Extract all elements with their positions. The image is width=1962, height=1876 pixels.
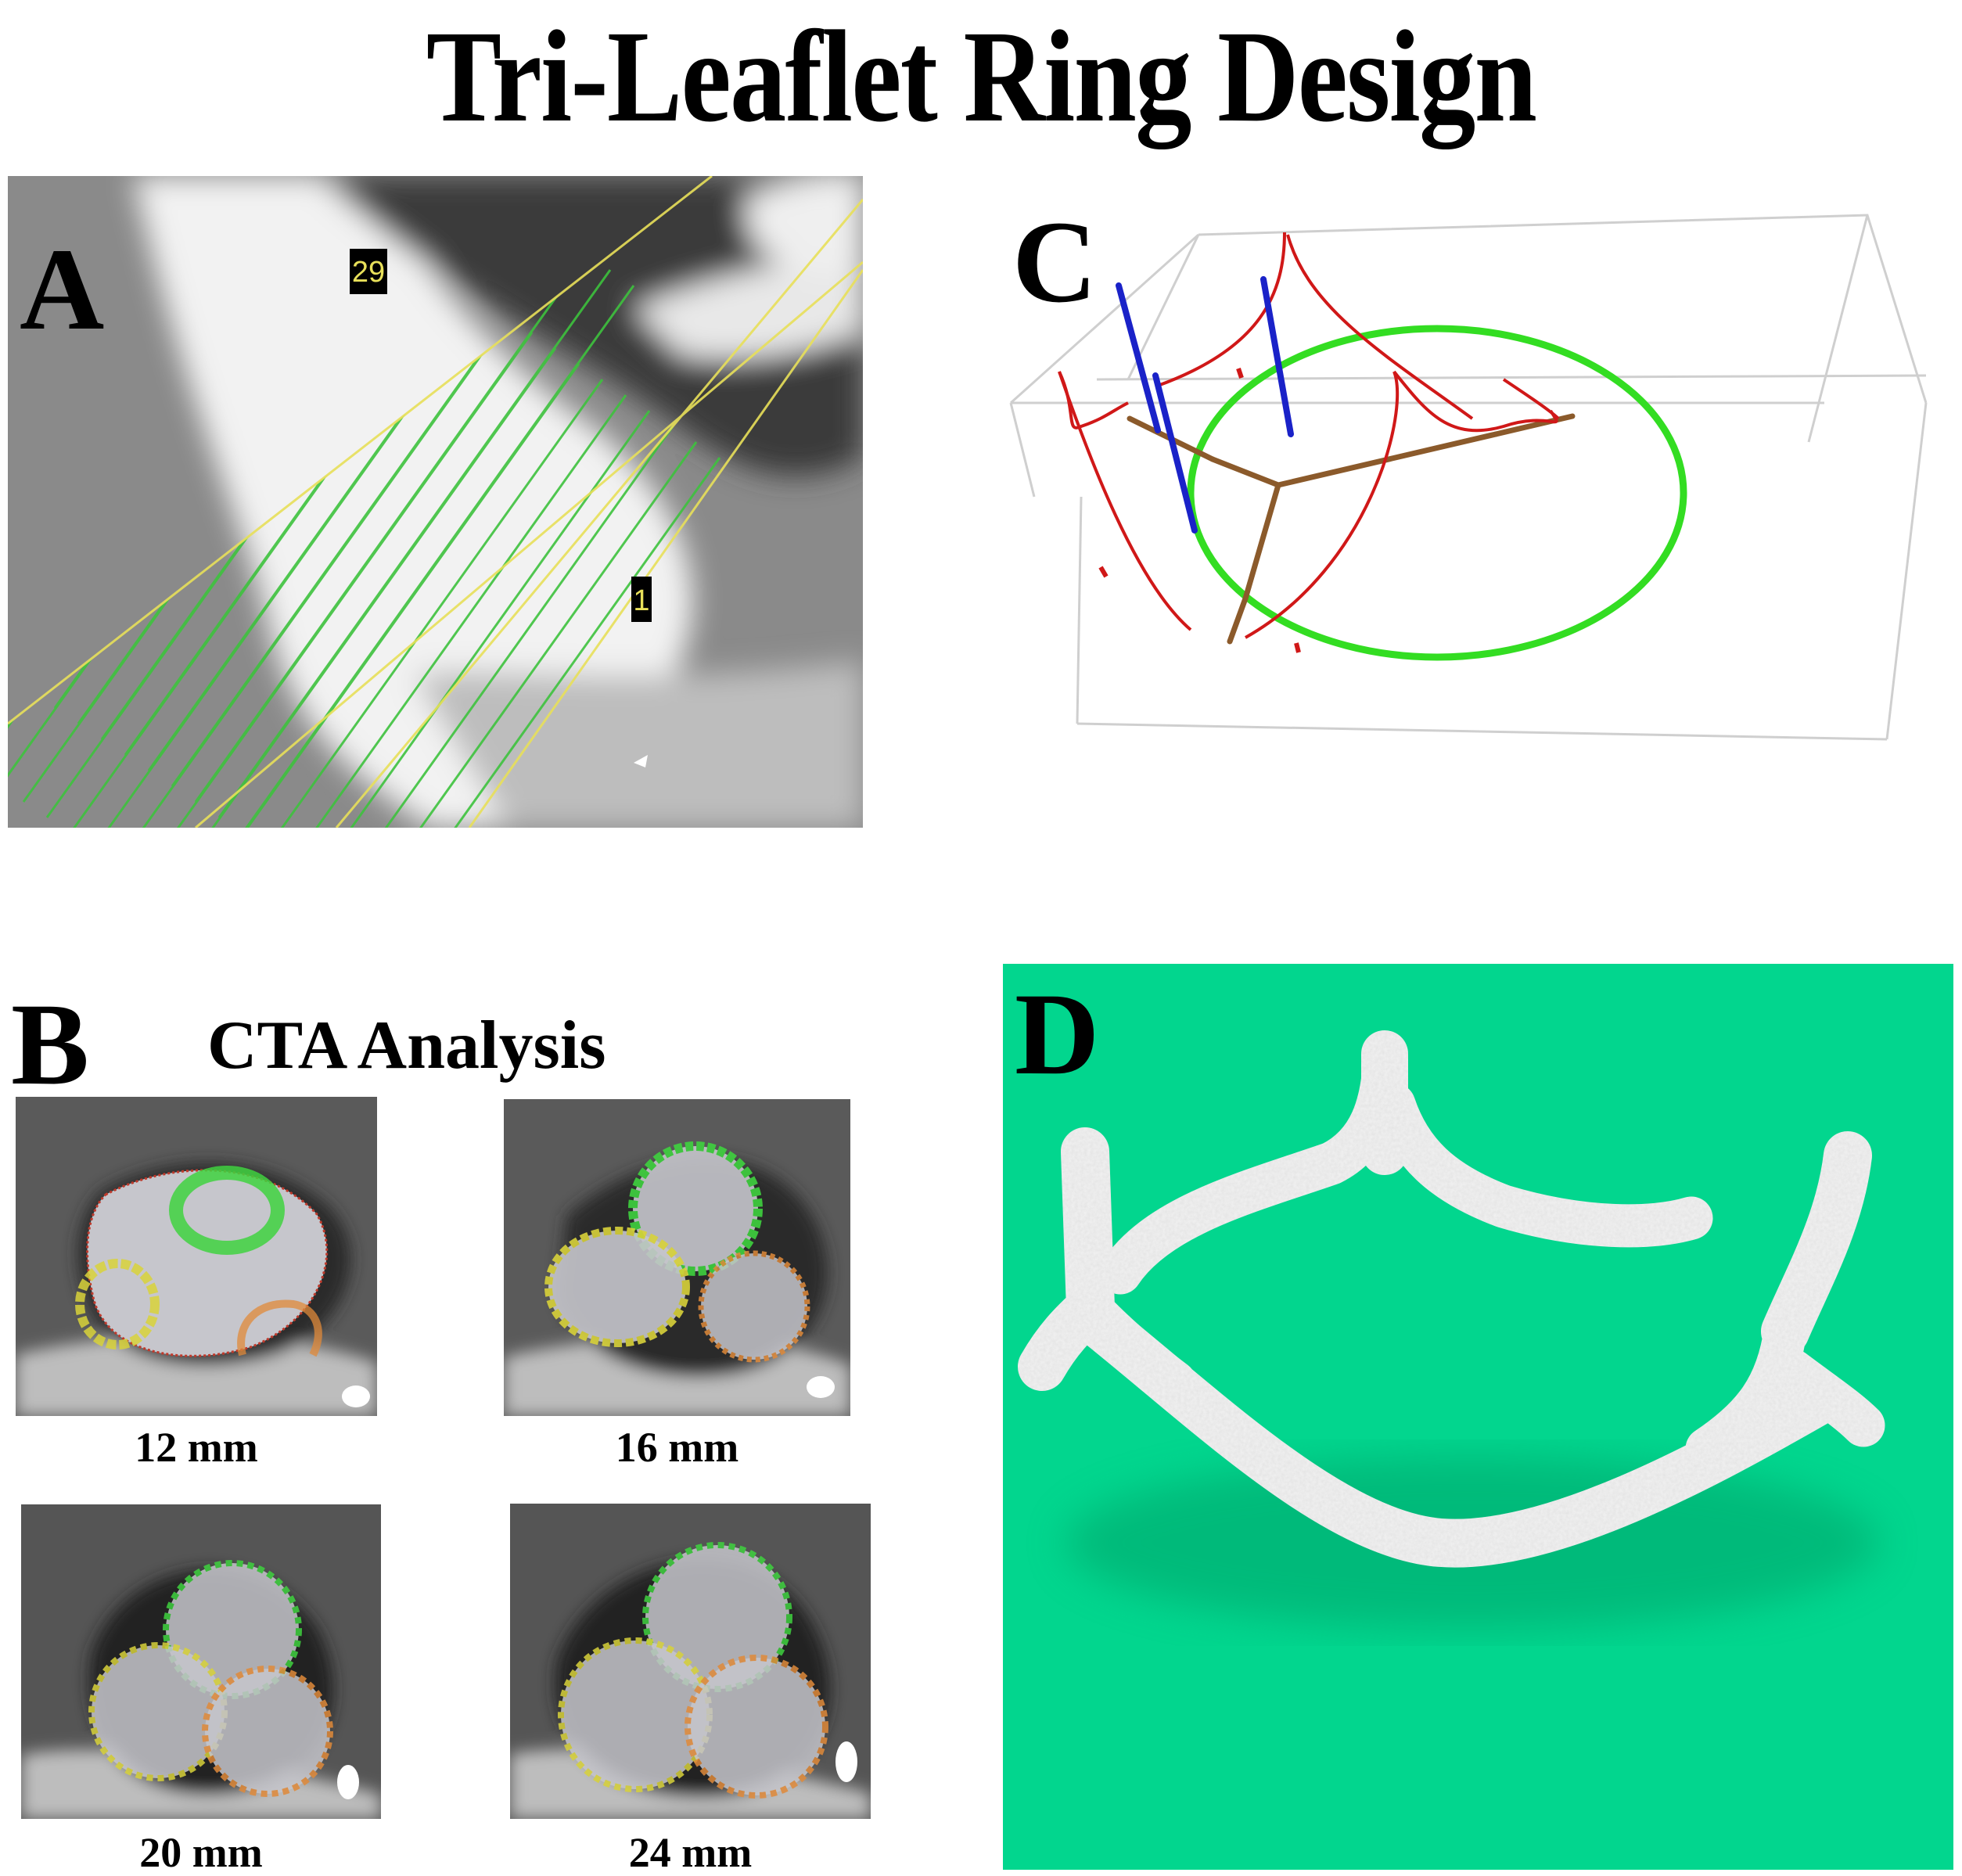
cta-slice-16mm <box>504 1099 850 1416</box>
panel-b: B CTA Analysis 12 mm <box>0 962 892 1876</box>
slice-label-16mm: 16 mm <box>615 1424 739 1471</box>
leaflet-curves <box>1058 232 1560 653</box>
panel-c: C <box>1003 176 1962 828</box>
arrowhead-icon <box>634 755 648 767</box>
bounding-box <box>1009 214 1928 741</box>
coaptation-lines <box>1127 413 1576 645</box>
slice-label-20mm: 20 mm <box>139 1829 263 1876</box>
svg-text:1: 1 <box>633 584 649 617</box>
slice-label-12mm: 12 mm <box>135 1424 258 1471</box>
annulus-ring <box>1187 325 1687 661</box>
cta-slice-12mm <box>16 1097 377 1416</box>
cta-slice-24mm <box>510 1504 871 1819</box>
slice-label-24mm: 24 mm <box>628 1829 753 1876</box>
panel-a-letter: A <box>20 225 105 354</box>
svg-text:29: 29 <box>352 256 385 289</box>
panel-c-letter: C <box>1012 197 1098 327</box>
ring-prototype-photo <box>1018 1030 1885 1629</box>
panel-d-letter: D <box>1015 969 1100 1099</box>
plane-boundaries <box>8 176 863 828</box>
ct-long-axis-image: 29 1 <box>8 176 863 828</box>
marker-1: 1 <box>631 577 652 622</box>
figure-title: Tri-Leaflet Ring Design <box>426 4 1537 149</box>
tri-leaflet-ring <box>1018 1030 1885 1568</box>
panel-b-letter: B <box>11 979 90 1109</box>
panel-a: 29 1 A <box>8 176 863 828</box>
cta-slice-20mm <box>21 1504 381 1819</box>
leaflet-3d-model <box>1009 214 1928 741</box>
panel-d: D <box>1003 964 1953 1870</box>
marker-29: 29 <box>350 249 387 294</box>
commissure-posts <box>1116 276 1294 534</box>
cta-analysis-title: CTA Analysis <box>207 1008 606 1084</box>
